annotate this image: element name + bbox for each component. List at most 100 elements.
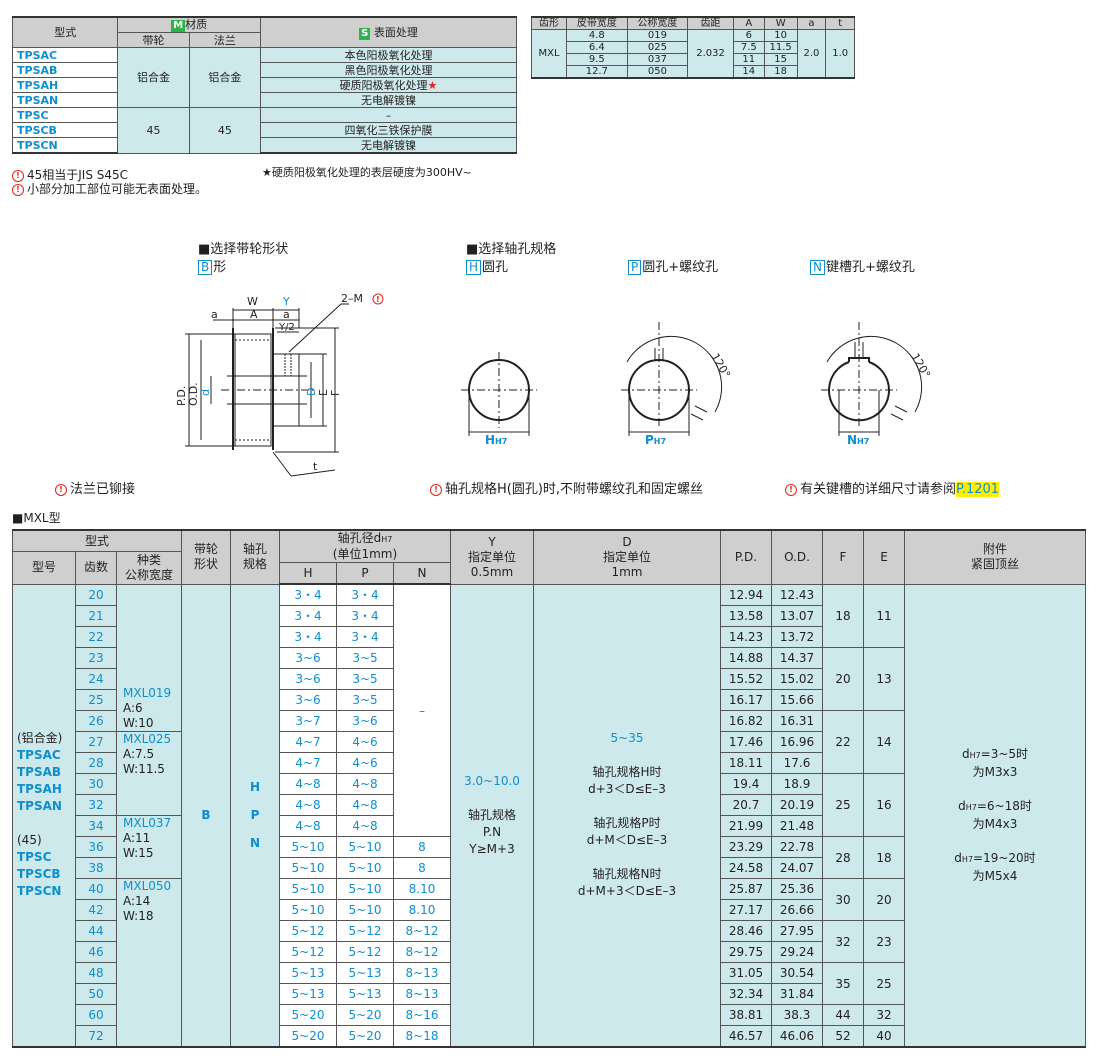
- dim-OD: O.D.: [187, 382, 200, 406]
- bore-p-cell: 3・4: [336, 605, 394, 627]
- bore-p-cell: 5~12: [336, 941, 394, 963]
- f-cell: 18: [822, 583, 864, 648]
- e-cell: 25: [863, 962, 905, 1005]
- od-cell: 15.02: [771, 668, 823, 690]
- f-cell: 22: [822, 710, 864, 774]
- dim-E: E: [317, 389, 330, 396]
- dim-d: d: [199, 389, 212, 396]
- bore-h-cell: 5~20: [279, 1025, 337, 1048]
- teeth-cell: 27: [75, 731, 117, 753]
- hdr-shape: 带轮形状: [181, 529, 231, 585]
- pd-cell: 14.88: [720, 647, 772, 669]
- bore-h-cell: 3・4: [279, 605, 337, 627]
- bore-h-cell: 4~8: [279, 794, 337, 816]
- mat-code: TPSC: [11, 107, 119, 123]
- bore-p-cell: 5~13: [336, 962, 394, 984]
- bore-n-cell: 8~18: [393, 1025, 451, 1048]
- angle-label: 120°: [708, 351, 733, 380]
- od-cell: 26.66: [771, 899, 823, 921]
- pd-cell: 27.17: [720, 899, 772, 921]
- hdr-teeth: 齿数: [75, 551, 117, 585]
- teeth-cell: 50: [75, 983, 117, 1005]
- mat-code: TPSCB: [11, 122, 119, 138]
- bore-h-cell: 3~7: [279, 710, 337, 732]
- svg-text:PH7: PH7: [645, 433, 666, 447]
- pd-cell: 31.05: [720, 962, 772, 984]
- mat-surface: 硬质阳极氧化处理★: [259, 77, 518, 93]
- tooth-pitch: 2.032: [687, 29, 734, 79]
- f-cell: 25: [822, 773, 864, 837]
- mat-surface: 本色阳极氧化处理: [259, 47, 518, 63]
- od-cell: 20.19: [771, 794, 823, 816]
- bore-p-cell: 5~10: [336, 878, 394, 900]
- teeth-cell: 44: [75, 920, 117, 942]
- dim-F: F: [329, 390, 342, 396]
- bore-p-cell: 5~13: [336, 983, 394, 1005]
- dim-Y: Y: [282, 295, 290, 308]
- dim-D: D: [305, 388, 318, 396]
- tooth-A: 14: [732, 65, 765, 79]
- mat-alu-flange: 铝合金: [188, 47, 261, 108]
- page-ref-link[interactable]: P.1201: [956, 482, 1000, 497]
- hdr-model: 型式: [11, 16, 119, 48]
- f-cell: 52: [822, 1025, 864, 1048]
- tooth-hdr: t: [825, 16, 855, 30]
- bore-p-cell: 5~12: [336, 920, 394, 942]
- tooth-hdr: a: [796, 16, 827, 30]
- od-cell: 18.9: [771, 773, 823, 795]
- dim-Pbore: P: [645, 433, 654, 447]
- tooth-nominal: 037: [626, 53, 689, 66]
- warning-icon: !: [12, 170, 24, 182]
- od-cell: 15.66: [771, 689, 823, 711]
- bore-n-diagram: 120° NH7: [821, 322, 933, 447]
- pd-cell: 17.46: [720, 731, 772, 753]
- bore-p-cell: 4~8: [336, 794, 394, 816]
- teeth-cell: 30: [75, 773, 117, 795]
- teeth-cell: 38: [75, 857, 117, 879]
- hdr-kind: 种类公称宽度: [116, 551, 182, 585]
- shape-title: ■选择带轮形状: [198, 242, 289, 257]
- bore-p-cell: 4~8: [336, 773, 394, 795]
- teeth-cell: 46: [75, 941, 117, 963]
- od-cell: 21.48: [771, 815, 823, 837]
- bore-n-cell: 8~13: [393, 962, 451, 984]
- hdr-accessory: 附件紧固顶丝: [904, 529, 1086, 585]
- bore-h-cell: 5~13: [279, 983, 337, 1005]
- bore-p-diagram: 120° PH7: [621, 322, 733, 447]
- bore-p-cell: 5~10: [336, 899, 394, 921]
- angle-label: 120°: [908, 351, 933, 380]
- teeth-cell: 24: [75, 668, 117, 690]
- bore-h-cell: 4~7: [279, 752, 337, 774]
- bore-p-cell: 4~6: [336, 731, 394, 753]
- hdr-surface: S 表面处理: [259, 16, 518, 48]
- warning-icon: !: [12, 184, 24, 196]
- bore-h-cell: 4~8: [279, 773, 337, 795]
- od-cell: 16.31: [771, 710, 823, 732]
- pd-cell: 24.58: [720, 857, 772, 879]
- f-cell: 35: [822, 962, 864, 1005]
- teeth-cell: 23: [75, 647, 117, 669]
- bore-n-cell: 8~12: [393, 941, 451, 963]
- mat-code: TPSAB: [11, 62, 119, 78]
- bore-h-cell: 5~10: [279, 899, 337, 921]
- hdr-F: F: [822, 529, 864, 585]
- bore-h-cell: 3・4: [279, 583, 337, 606]
- tooth-hdr: A: [732, 16, 765, 30]
- tooth-nominal: 025: [626, 41, 689, 54]
- bore-p-cell: 3・4: [336, 626, 394, 648]
- dim-a2: a: [283, 308, 290, 321]
- mat-code: TPSAC: [11, 47, 119, 63]
- teeth-cell: 20: [75, 583, 117, 606]
- tooth-belt: 12.7: [566, 65, 628, 79]
